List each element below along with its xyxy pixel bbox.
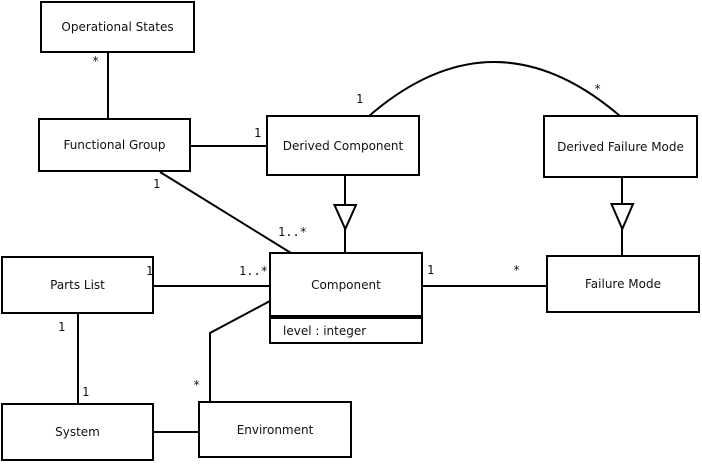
class-name-label: Failure Mode xyxy=(585,277,661,291)
class-derived-component: Derived Component xyxy=(266,115,420,176)
multiplicity-label: 1 xyxy=(58,320,66,334)
multiplicity-label: * xyxy=(513,263,521,277)
class-name-label: System xyxy=(55,425,100,439)
class-name-label: Parts List xyxy=(50,278,105,292)
generalization-triangle-icon xyxy=(609,203,635,232)
class-environment: Environment xyxy=(198,401,352,458)
class-system: System xyxy=(1,403,154,461)
class-name-label: Functional Group xyxy=(63,138,166,152)
multiplicity-label: * xyxy=(92,54,100,68)
attribute-label: level : integer xyxy=(283,323,367,338)
multiplicity-label: 1 xyxy=(82,385,90,399)
class-name-label: Component xyxy=(311,277,381,292)
multiplicity-label: * xyxy=(193,378,201,392)
class-component: Component xyxy=(269,252,423,317)
class-name-label: Operational States xyxy=(61,20,174,34)
class-name-label: Environment xyxy=(236,422,314,437)
class-name-label: Derived Component xyxy=(282,138,404,153)
class-derived-failure-mode: Derived Failure Mode xyxy=(543,115,698,178)
class-component-attributes: level : integer xyxy=(269,317,423,344)
generalization-triangle-icon xyxy=(332,204,358,232)
multiplicity-label: * xyxy=(594,82,602,96)
class-operational-states: Operational States xyxy=(40,1,195,53)
assoc-derived-component-derived-failure-mode-arc xyxy=(368,61,621,117)
multiplicity-label: 1 xyxy=(153,177,161,191)
assoc-functional-group-component xyxy=(159,171,292,254)
class-failure-mode: Failure Mode xyxy=(546,255,700,313)
class-functional-group: Functional Group xyxy=(38,118,191,172)
multiplicity-label: 1..* xyxy=(239,264,268,278)
multiplicity-label: 1 xyxy=(356,92,364,106)
multiplicity-label: 1 xyxy=(427,263,435,277)
assoc-environment-component xyxy=(209,300,271,401)
multiplicity-label: 1..* xyxy=(278,225,307,239)
class-name-label: Derived Failure Mode xyxy=(557,139,684,154)
class-parts-list: Parts List xyxy=(1,256,154,314)
multiplicity-label: 1 xyxy=(254,126,262,140)
multiplicity-label: 1 xyxy=(146,264,154,278)
